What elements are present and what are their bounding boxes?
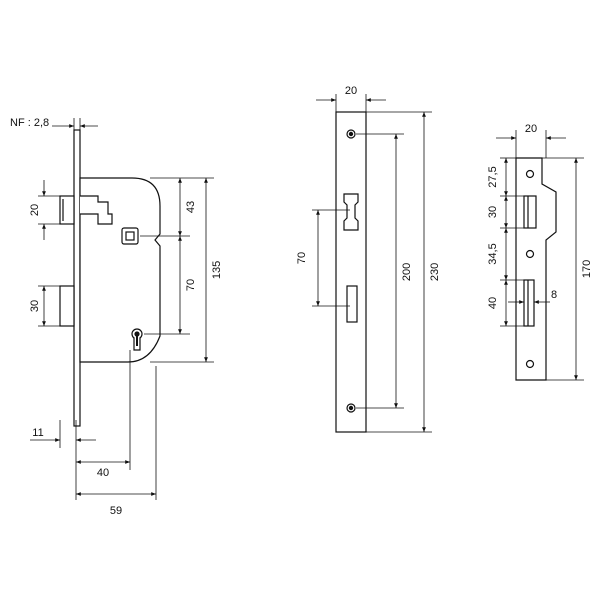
strike-lower-opening-label: 40: [487, 297, 499, 309]
strike-screw-bottom: [525, 359, 535, 369]
body-height-label: 135: [211, 261, 223, 279]
lock-body-labels: NF : 2,8 20 30 11 40 59 43 70 135: [10, 117, 223, 517]
strike-plate-labels: 20 27,5 30 34,5 40 8 170: [487, 123, 593, 309]
bolt-tail: [80, 195, 113, 225]
spindle-to-keyhole-label: 70: [185, 279, 197, 291]
faceplate-width-label: 20: [345, 85, 357, 97]
strike-width-label: 20: [525, 123, 537, 135]
strike-plate-dimensions: [496, 130, 584, 381]
deadbolt: [59, 195, 75, 225]
latch-bolt: [59, 285, 75, 327]
top-to-spindle-label: 43: [185, 201, 197, 213]
keyhole: [131, 328, 143, 351]
lock-body: [59, 129, 161, 427]
strike-upper-opening: [523, 195, 537, 229]
bolt-height-label: 20: [29, 204, 41, 216]
strike-lower-opening-width-label: 8: [551, 289, 557, 301]
nf-label: NF : 2,8: [10, 117, 49, 129]
strike-middle-label: 34,5: [487, 243, 499, 264]
faceplate-opening-spacing-label: 70: [296, 252, 308, 264]
faceplate-bolt-opening: [343, 193, 359, 231]
faceplate-total-height-label: 230: [429, 263, 441, 281]
faceplate: [335, 111, 367, 433]
strike-screw-middle: [525, 249, 535, 259]
face-thickness-label: 11: [32, 427, 43, 439]
latch-height-label: 30: [29, 300, 41, 312]
faceplate-latch-opening: [346, 285, 358, 323]
backset-keyhole-label: 40: [97, 467, 109, 479]
lock-body-dimensions: [30, 118, 214, 500]
strike-top-label: 27,5: [487, 166, 499, 187]
strike-lower-opening: [523, 279, 535, 327]
strike-upper-opening-label: 30: [487, 206, 499, 218]
strike-total-height-label: 170: [581, 260, 593, 278]
faceplate-screw-spacing-label: 200: [401, 263, 413, 281]
faceplate-labels: 20 70 200 230: [296, 85, 441, 281]
strike-screw-top: [525, 169, 535, 179]
strike-plate: [515, 157, 557, 381]
faceplate-body: [335, 111, 367, 433]
faceplate-dimensions: [312, 94, 432, 433]
strike-plate-body: [515, 157, 557, 381]
lock-forend: [73, 129, 81, 427]
total-depth-label: 59: [110, 505, 122, 517]
